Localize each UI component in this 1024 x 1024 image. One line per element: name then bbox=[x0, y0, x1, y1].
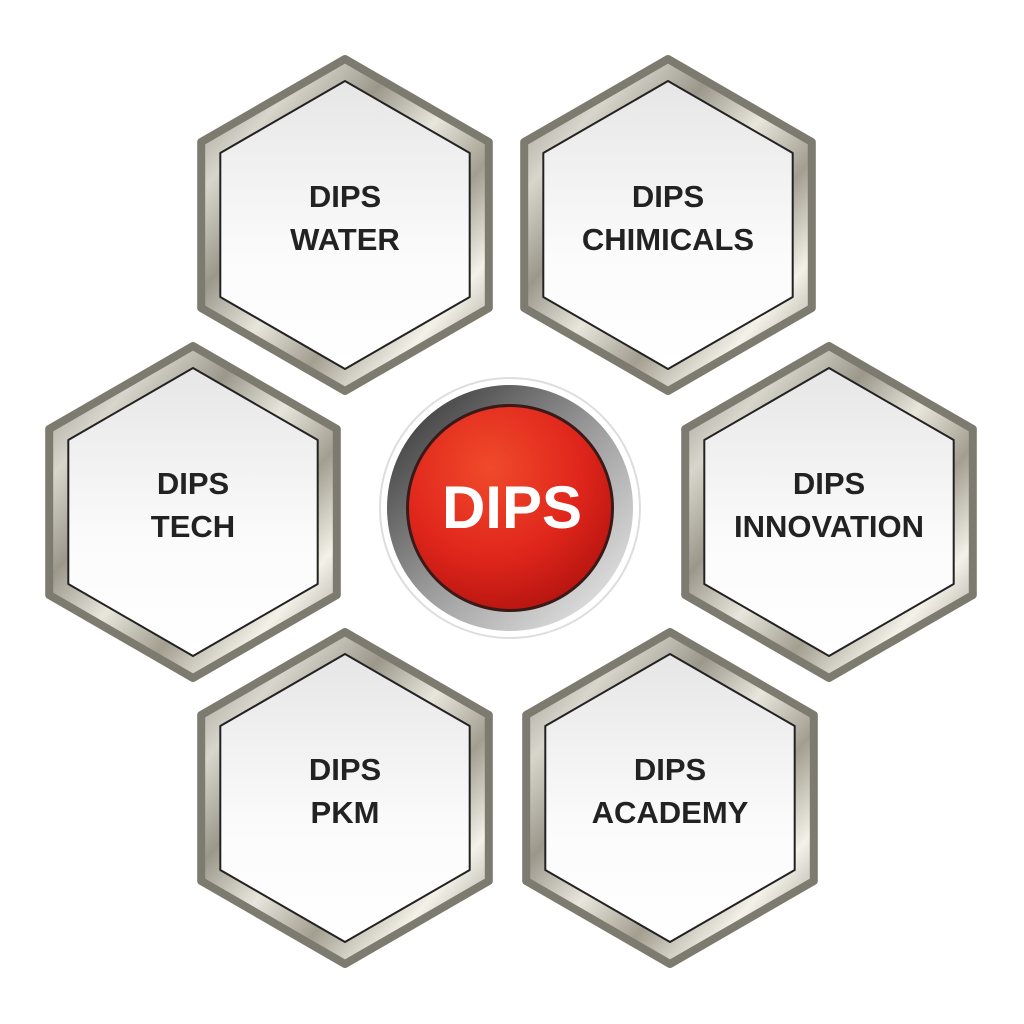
hex-face bbox=[544, 653, 796, 943]
hex-tech[interactable]: DIPS TECH bbox=[45, 342, 341, 682]
hex-academy[interactable]: DIPS ACADEMY bbox=[522, 628, 818, 968]
center-label: DIPS bbox=[442, 474, 582, 541]
hex-face bbox=[219, 653, 471, 943]
hex-label-line1: DIPS bbox=[634, 752, 706, 787]
hex-label-line2: PKM bbox=[311, 795, 380, 830]
hex-face bbox=[542, 80, 794, 370]
hex-label-line2: WATER bbox=[290, 222, 400, 257]
hex-pkm[interactable]: DIPS PKM bbox=[197, 628, 493, 968]
hex-face bbox=[703, 367, 955, 657]
hex-label-line2: TECH bbox=[151, 509, 235, 544]
hex-label-line2: INNOVATION bbox=[734, 509, 924, 544]
hex-label-line2: CHIMICALS bbox=[582, 222, 754, 257]
hex-innovation[interactable]: DIPS INNOVATION bbox=[681, 342, 977, 682]
hex-chimicals[interactable]: DIPS CHIMICALS bbox=[520, 55, 816, 395]
hex-face bbox=[67, 367, 319, 657]
hex-label-line1: DIPS bbox=[309, 179, 381, 214]
hex-water[interactable]: DIPS WATER bbox=[197, 55, 493, 395]
hex-label-line1: DIPS bbox=[309, 752, 381, 787]
hex-label-line2: ACADEMY bbox=[592, 795, 749, 830]
hex-label-line1: DIPS bbox=[793, 466, 865, 501]
hex-label-line1: DIPS bbox=[632, 179, 704, 214]
center-button[interactable]: DIPS bbox=[379, 377, 641, 639]
hex-face bbox=[219, 80, 471, 370]
hex-label-line1: DIPS bbox=[157, 466, 229, 501]
